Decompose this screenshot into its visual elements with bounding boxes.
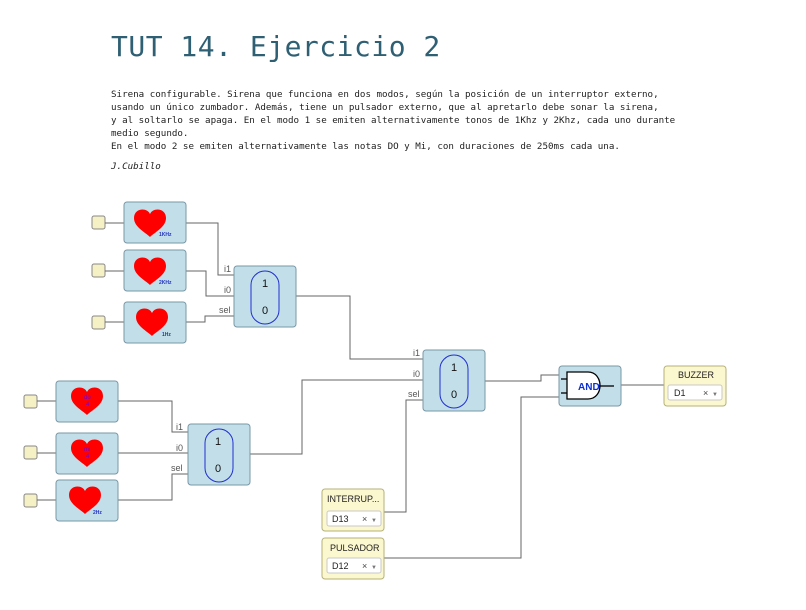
heart-block-2hz[interactable]: 2Hz [55, 479, 119, 522]
chevron-down-icon[interactable]: ▼ [371, 518, 377, 524]
led-input[interactable] [23, 493, 38, 508]
wire-2hz-to-mux2 [118, 473, 202, 501]
mux-one-label: 1 [262, 278, 268, 290]
description: Sirena configurable. Sirena que funciona… [111, 88, 711, 153]
heart-block-1hz[interactable]: 1Hz [123, 301, 187, 344]
description-line: Sirena configurable. Sirena que funciona… [111, 89, 659, 100]
description-line: medio segundo. [111, 128, 189, 139]
port-sel-label: sel [219, 305, 231, 315]
pulsador-pin-value: D12 [332, 561, 349, 571]
port-i0-label: i0 [224, 285, 231, 295]
wire-interruptor-to-sel [383, 399, 438, 513]
mux-zero-label: 0 [262, 305, 268, 317]
pulsador-pin-block[interactable]: PULSADOR D12 × ▼ [321, 537, 385, 580]
led-input[interactable] [23, 445, 38, 460]
chevron-down-icon[interactable]: ▼ [371, 565, 377, 571]
wire-mux2-to-mux3 [250, 379, 438, 455]
port-i1-label: i1 [413, 348, 420, 358]
pulsador-pin-select[interactable] [326, 557, 382, 574]
wire-mux3-to-and [485, 374, 564, 382]
heart-note-label: do [84, 395, 91, 401]
interruptor-pin-block[interactable]: INTERRUP... D13 × ▼ [321, 488, 385, 532]
multiplexer-block-3[interactable]: 1 0 i1 i0 sel [408, 348, 486, 412]
pulsador-label: PULSADOR [330, 543, 380, 553]
multiplexer-block-1[interactable]: 1 0 i1 i0 sel [219, 264, 297, 328]
page-title: TUT 14. Ejercicio 2 [111, 30, 441, 63]
wire-do-to-mux2 [118, 400, 202, 433]
heart-label: 1KHz [159, 232, 172, 238]
mux-one-label: 1 [451, 362, 457, 374]
description-line: usando un único zumbador. Además, tiene … [111, 102, 659, 113]
port-sel-label: sel [171, 463, 183, 473]
mux-switch-icon [204, 428, 234, 483]
heart-block-2khz[interactable]: 2KHz [123, 249, 187, 292]
heart-block-mi[interactable]: mi 4 [55, 432, 119, 475]
port-i1-label: i1 [176, 422, 183, 432]
heart-note-label: mi [84, 447, 90, 453]
buzzer-pin-block[interactable]: BUZZER D1 × ▼ [663, 365, 727, 407]
author: J.Cubillo [111, 161, 161, 172]
heart-label: 2Hz [93, 510, 102, 516]
clear-icon[interactable]: × [703, 388, 708, 398]
heart-hz-label: 4 [86, 454, 90, 460]
mux-one-label: 1 [215, 436, 221, 448]
and-label: AND [578, 382, 600, 393]
led-input[interactable] [23, 394, 38, 409]
heart-label: 2KHz [159, 280, 172, 286]
port-i0-label: i0 [413, 369, 420, 379]
wire-mux1-to-mux3 [296, 295, 438, 360]
interruptor-pin-select[interactable] [326, 510, 382, 527]
and-gate-block[interactable]: AND [558, 365, 622, 407]
wire-pulsador-to-and [383, 396, 564, 559]
description-line: y al soltarlo se apaga. En el modo 1 se … [111, 115, 676, 126]
buzzer-pin-value: D1 [674, 388, 686, 398]
buzzer-pin-select[interactable] [667, 384, 723, 401]
led-input[interactable] [91, 263, 106, 278]
heart-label: 1Hz [162, 332, 171, 338]
clear-icon[interactable]: × [362, 561, 367, 571]
mux-zero-label: 0 [451, 389, 457, 401]
mux-switch-icon [439, 354, 469, 409]
heart-hz-label: 4 [86, 402, 90, 408]
buzzer-label: BUZZER [678, 370, 715, 380]
mux-zero-label: 0 [215, 463, 221, 475]
port-i0-label: i0 [176, 443, 183, 453]
led-input[interactable] [91, 315, 106, 330]
heart-block-1khz[interactable]: 1KHz [123, 201, 187, 244]
clear-icon[interactable]: × [362, 514, 367, 524]
and-gate-icon [566, 371, 601, 400]
led-input[interactable] [91, 215, 106, 230]
heart-block-do[interactable]: do 4 [55, 380, 119, 423]
port-i1-label: i1 [224, 264, 231, 274]
led-inputs [23, 215, 124, 508]
port-sel-label: sel [408, 389, 420, 399]
interruptor-label: INTERRUP... [327, 494, 379, 504]
multiplexer-block-2[interactable]: 1 0 i1 i0 sel [171, 422, 251, 486]
description-line: En el modo 2 se emiten alternativamente … [111, 141, 620, 152]
mux-switch-icon [250, 270, 280, 325]
chevron-down-icon[interactable]: ▼ [712, 392, 718, 398]
interruptor-pin-value: D13 [332, 514, 349, 524]
